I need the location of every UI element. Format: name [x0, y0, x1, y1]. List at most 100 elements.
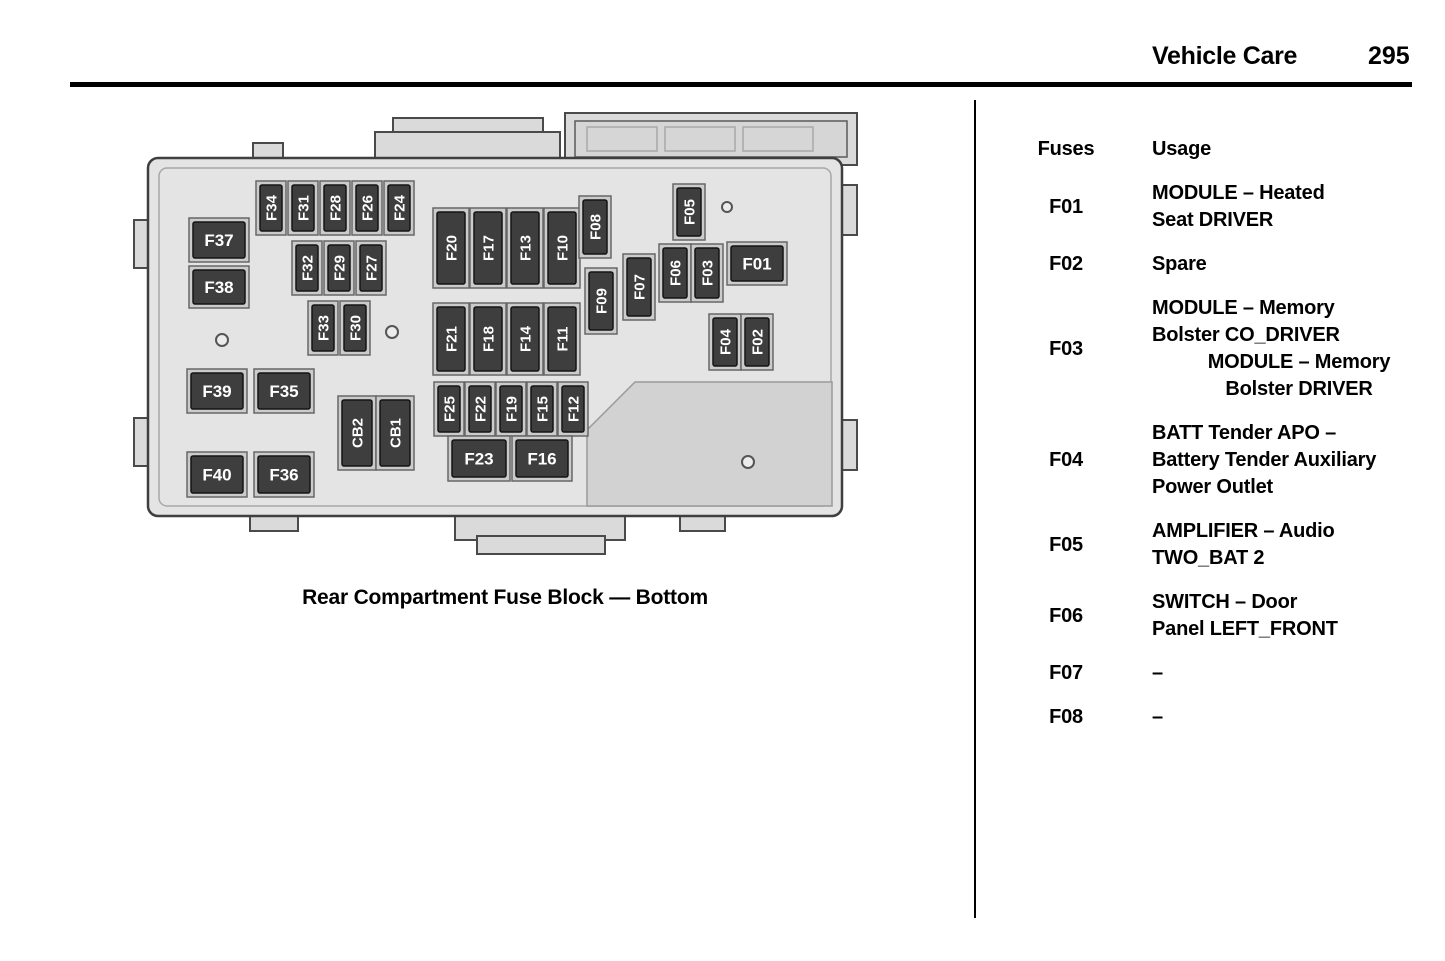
header-rule [70, 82, 1412, 87]
fuse-body-rect [473, 306, 503, 372]
fuse-F36: F36 [253, 451, 315, 498]
fuse-F01: F01 [726, 241, 788, 286]
fuse-label-text: F04 [717, 328, 734, 355]
fuse-F15: F15 [526, 381, 558, 437]
fuse-body-rect [190, 372, 244, 410]
fuse-label-text: F38 [204, 278, 233, 297]
fuse-F19: F19 [495, 381, 527, 437]
fuse-F24: F24 [383, 180, 415, 236]
fuse-body-rect [730, 245, 784, 282]
fuse-label-text: F37 [204, 231, 233, 250]
mounting-hole [741, 455, 755, 469]
table-header-fuses: Fuses [1037, 138, 1095, 160]
fuse-label-text: F21 [443, 326, 460, 352]
fuse-label-text: F29 [331, 255, 348, 281]
fuse-body-rect [451, 439, 507, 478]
fuse-body-rect [436, 211, 466, 285]
fuse-F23: F23 [447, 435, 511, 482]
fuse-F40: F40 [186, 451, 248, 498]
usage-line: – [1152, 706, 1163, 728]
fuse-body-rect [468, 385, 492, 433]
fuse-body-rect [547, 306, 577, 372]
fuse-id-F04: F04 [1049, 449, 1083, 471]
fuse-F12: F12 [557, 381, 589, 437]
fuse-id-F07: F07 [1049, 662, 1083, 684]
fuse-body-rect [341, 399, 373, 467]
fuse-body-rect [291, 184, 315, 232]
fuse-body-rect [379, 399, 411, 467]
fuse-label-text: F24 [391, 194, 408, 221]
usage-line: Bolster CO_DRIVER [1152, 324, 1340, 346]
usage-line: Spare [1152, 253, 1207, 275]
fuse-F28: F28 [319, 180, 351, 236]
usage-line: Bolster DRIVER [1225, 378, 1373, 400]
fuse-F35: F35 [253, 368, 315, 414]
fuse-F13: F13 [506, 207, 544, 289]
usage-F07: – [1152, 660, 1442, 687]
fuse-label-text: F32 [299, 255, 316, 281]
fuse-block-inner-edge [158, 167, 832, 507]
fuse-label-text: F22 [472, 396, 489, 422]
fuse-body-rect [694, 247, 720, 299]
fuse-F21: F21 [432, 302, 470, 376]
page-section-title: Vehicle Care [1152, 42, 1298, 70]
fuse-F37: F37 [188, 217, 250, 263]
usage-F08: – [1152, 704, 1442, 731]
fuse-label-text: F12 [565, 396, 582, 422]
fuse-label-text: F11 [554, 326, 571, 351]
fuse-F06: F06 [658, 243, 692, 303]
fuse-label-text: F28 [327, 195, 344, 221]
fuse-body-rect [499, 385, 523, 433]
fuse-body-rect [547, 211, 577, 285]
fuse-F32: F32 [291, 240, 323, 296]
fuse-label-text: F10 [554, 235, 571, 261]
fuse-body-rect [530, 385, 554, 433]
fuse-body-rect [257, 372, 311, 410]
fuse-CB2: CB2 [337, 395, 377, 471]
figure-caption: Rear Compartment Fuse Block — Bottom [302, 586, 708, 609]
fuse-label-text: F16 [527, 449, 556, 468]
fuse-F11: F11 [543, 302, 581, 376]
fuse-body-rect [676, 187, 702, 237]
usage-line: Seat DRIVER [1152, 209, 1274, 231]
fuse-label-text: F20 [443, 235, 460, 261]
fuse-body-rect [295, 244, 319, 292]
usage-line: TWO_BAT 2 [1152, 547, 1265, 569]
fuse-F31: F31 [287, 180, 319, 236]
fuse-F14: F14 [506, 302, 544, 376]
fuse-label-text: F13 [517, 235, 534, 261]
fuse-label-text: F09 [593, 288, 610, 314]
fuse-body-rect [311, 304, 335, 352]
fuse-body-rect [473, 211, 503, 285]
fuse-body-rect [510, 306, 540, 372]
fuse-label-text: F33 [315, 315, 332, 341]
fuse-body-rect [257, 455, 311, 494]
fuse-body-rect [359, 244, 383, 292]
mounting-hole [721, 201, 733, 213]
fuse-label-text: F06 [667, 260, 684, 286]
fuse-F07: F07 [622, 253, 656, 321]
sub-panel [586, 381, 833, 507]
fuse-body-rect [343, 304, 367, 352]
fuse-id-F02: F02 [1049, 253, 1083, 275]
usage-F02: Spare [1152, 251, 1442, 278]
fuse-F10: F10 [543, 207, 581, 289]
column-divider [974, 100, 976, 918]
fuse-id-F03: F03 [1049, 337, 1083, 360]
usage-line: MODULE – Memory [1152, 297, 1335, 319]
fuse-body-rect [387, 184, 411, 232]
fuse-F38: F38 [188, 265, 250, 309]
fuse-body-rect [259, 184, 283, 232]
fuse-label-text: F05 [681, 199, 698, 225]
fuse-body-rect [327, 244, 351, 292]
fuse-F03: F03 [690, 243, 724, 303]
usage-line: SWITCH – Door [1152, 591, 1298, 613]
usage-line: BATT Tender APO – [1152, 422, 1337, 444]
page-number: 295 [1368, 42, 1410, 70]
fuse-body-rect [355, 184, 379, 232]
fuse-label-text: F18 [480, 326, 497, 352]
